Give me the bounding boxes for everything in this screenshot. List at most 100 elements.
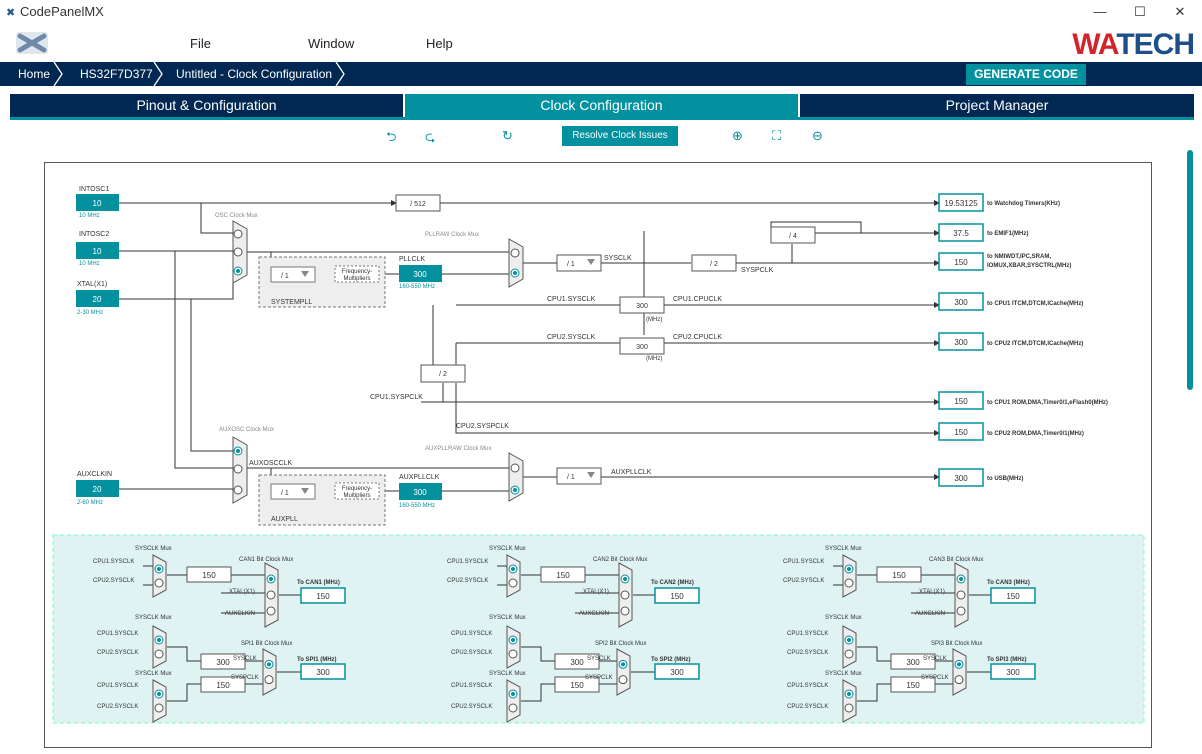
zoom-out-icon[interactable]: ⊖ bbox=[812, 128, 823, 143]
svg-text:37.5: 37.5 bbox=[953, 229, 969, 238]
tab-project-manager[interactable]: Project Manager bbox=[800, 94, 1194, 117]
osc-clock-mux[interactable]: OSC Clock Mux bbox=[215, 213, 258, 284]
svg-text:160-550 MHz: 160-550 MHz bbox=[399, 503, 435, 509]
svg-text:CPU2.SYSCLK: CPU2.SYSCLK bbox=[451, 650, 492, 656]
close-button[interactable]: ✕ bbox=[1174, 4, 1186, 19]
auxpllraw-clock-mux[interactable]: AUXPLLRAW Clock Mux bbox=[425, 446, 524, 502]
title-bar: ✖ CodePanelMX — ☐ ✕ bbox=[0, 0, 1202, 24]
sysclk-mux-can3[interactable] bbox=[842, 554, 857, 598]
sysclk-mux-spi1-a[interactable] bbox=[152, 625, 167, 669]
auxclkin-input[interactable]: 20 bbox=[93, 485, 102, 494]
intosc2-input[interactable]: 10 bbox=[93, 247, 102, 256]
menu-file[interactable]: File bbox=[190, 36, 211, 51]
vertical-scrollbar[interactable] bbox=[1187, 150, 1193, 390]
svg-text:(MHz): (MHz) bbox=[646, 317, 662, 323]
generate-code-button[interactable]: GENERATE CODE bbox=[966, 64, 1086, 85]
auxpllclk-divider-select[interactable] bbox=[556, 467, 602, 485]
spi3-output-value: 300 bbox=[1006, 668, 1020, 677]
sysclk-divider-select[interactable] bbox=[556, 254, 602, 272]
spi1-mid-value-1-box bbox=[200, 653, 246, 670]
can1-bit-clock-mux[interactable] bbox=[264, 562, 279, 628]
svg-text:AUXCLKIN: AUXCLKIN bbox=[579, 611, 609, 617]
redo-icon[interactable]: ⮎ bbox=[425, 129, 436, 144]
can2-output-value-box bbox=[654, 587, 700, 604]
zoom-in-icon[interactable]: ⊕ bbox=[732, 128, 743, 143]
svg-text:SYSCLK Mux: SYSCLK Mux bbox=[825, 615, 862, 621]
xtal-input[interactable]: 20 bbox=[93, 295, 102, 304]
spi2-bit-clock-mux[interactable] bbox=[616, 648, 631, 696]
output-cpu2-rom: 150 to CPU2 ROM,DMA,Timer0/1(MHz) bbox=[938, 422, 1084, 441]
spi3-mid-value-1: 300 bbox=[906, 658, 920, 667]
pll-divider-select[interactable]: / 1 bbox=[281, 273, 289, 280]
svg-text:CPU2.SYSCLK: CPU2.SYSCLK bbox=[97, 704, 138, 710]
menu-help[interactable]: Help bbox=[426, 36, 453, 51]
resolve-clock-issues-button[interactable]: Resolve Clock Issues bbox=[562, 126, 678, 146]
svg-text:To SPI2 (MHz): To SPI2 (MHz) bbox=[651, 657, 691, 663]
svg-text:CPU1.SYSCLK: CPU1.SYSCLK bbox=[547, 296, 596, 303]
app-title: CodePanelMX bbox=[20, 4, 104, 19]
refresh-icon[interactable]: ↻ bbox=[502, 128, 513, 143]
spi2-mid-value-1-box bbox=[554, 653, 600, 670]
svg-text:CPU2.SYSCLK: CPU2.SYSCLK bbox=[447, 578, 488, 584]
sysclk-mux-spi3-a[interactable] bbox=[842, 625, 857, 669]
svg-text:/ 2: / 2 bbox=[710, 261, 718, 268]
can2-bit-clock-mux[interactable] bbox=[618, 562, 633, 628]
svg-text:PLLRAW Clock Mux: PLLRAW Clock Mux bbox=[425, 232, 479, 238]
spi2-mid-value-2: 150 bbox=[570, 681, 584, 690]
sysclk-mux-spi3-b[interactable] bbox=[842, 679, 857, 723]
sysclk-mux-can2[interactable] bbox=[506, 554, 521, 598]
menu-window[interactable]: Window bbox=[308, 36, 355, 51]
fit-screen-icon[interactable]: ⛶ bbox=[772, 128, 782, 143]
svg-text:CPU1.SYSCLK: CPU1.SYSCLK bbox=[447, 559, 488, 565]
svg-text:CPU2.SYSCLK: CPU2.SYSCLK bbox=[783, 578, 824, 584]
tab-pinout[interactable]: Pinout & Configuration bbox=[10, 94, 403, 117]
breadcrumb-home[interactable]: Home bbox=[18, 67, 51, 81]
sysclk-mux-spi2-a[interactable] bbox=[506, 625, 521, 669]
minimize-button[interactable]: — bbox=[1093, 4, 1107, 19]
spi1-mid-value-2: 150 bbox=[216, 681, 230, 690]
breadcrumb-project[interactable]: Untitled - Clock Configuration bbox=[176, 67, 333, 81]
svg-text:150: 150 bbox=[954, 258, 968, 267]
breadcrumb-device[interactable]: HS32F7D377 bbox=[80, 67, 153, 81]
can1-mid-value: 150 bbox=[202, 571, 216, 580]
auxpll-divider-select[interactable]: / 1 bbox=[281, 490, 289, 497]
source-auxclkin: AUXCLKIN 20 2-60 MHz bbox=[76, 471, 119, 506]
auxosc-clock-mux[interactable]: AUXOSC Clock Mux bbox=[219, 427, 274, 504]
emif-divider-box bbox=[770, 226, 816, 244]
spi1-bit-clock-mux[interactable] bbox=[262, 648, 277, 696]
output-usb: 300 to USB(MHz) bbox=[938, 468, 1023, 487]
svg-text:/ 512: / 512 bbox=[410, 201, 426, 208]
spi2-output-value: 300 bbox=[670, 668, 684, 677]
svg-text:AUXCLKIN: AUXCLKIN bbox=[77, 471, 112, 478]
svg-text:CPU2.CPUCLK: CPU2.CPUCLK bbox=[673, 334, 722, 341]
spi3-bit-clock-mux[interactable] bbox=[952, 648, 967, 696]
maximize-button[interactable]: ☐ bbox=[1134, 4, 1146, 19]
svg-text:to USB(MHz): to USB(MHz) bbox=[987, 476, 1023, 482]
sysclk-mux-spi1-b[interactable] bbox=[152, 679, 167, 723]
sysclk-mux-can1[interactable] bbox=[152, 554, 167, 598]
svg-text:SYSCLK Mux: SYSCLK Mux bbox=[135, 671, 172, 677]
svg-text:OSC Clock Mux: OSC Clock Mux bbox=[215, 213, 258, 219]
svg-text:To CAN1 (MHz): To CAN1 (MHz) bbox=[297, 580, 340, 586]
undo-icon[interactable]: ⮌ bbox=[386, 129, 397, 144]
tab-clock[interactable]: Clock Configuration bbox=[405, 94, 798, 117]
svg-text:SYSCLK Mux: SYSCLK Mux bbox=[489, 671, 526, 677]
systempll-block: / 1 Frequency- Multipliers SYSTEMPLL bbox=[258, 256, 386, 308]
svg-text:SYSCLK Mux: SYSCLK Mux bbox=[135, 546, 172, 552]
can3-bit-clock-mux[interactable] bbox=[954, 562, 969, 628]
pllraw-clock-mux[interactable]: PLLRAW Clock Mux bbox=[425, 232, 524, 288]
auxpllclk-value: 300 bbox=[413, 488, 427, 497]
spi3-mid-value-2-box bbox=[890, 676, 936, 693]
svg-text:CPU2.SYSCLK: CPU2.SYSCLK bbox=[451, 704, 492, 710]
intosc1-input[interactable]: 10 bbox=[93, 199, 102, 208]
output-cpu1-tcm: 300 to CPU1 ITCM,DTCM,ICache(MHz) bbox=[938, 292, 1083, 311]
spi3-mid-value-2: 150 bbox=[906, 681, 920, 690]
svg-text:300: 300 bbox=[954, 338, 968, 347]
svg-text:19.53125: 19.53125 bbox=[944, 199, 978, 208]
svg-text:AUXPLLRAW Clock Mux: AUXPLLRAW Clock Mux bbox=[425, 446, 491, 452]
sysclk-mux-spi2-b[interactable] bbox=[506, 679, 521, 723]
output-nmiwdt: 150 to NMIWDT,IPC,SRAM, IOMUX,XBAR,SYSCT… bbox=[938, 252, 1071, 271]
cpu2-clock-value: 300 bbox=[636, 344, 648, 351]
svg-text:CPU2.SYSCLK: CPU2.SYSCLK bbox=[93, 578, 134, 584]
svg-text:(MHz): (MHz) bbox=[646, 356, 662, 362]
